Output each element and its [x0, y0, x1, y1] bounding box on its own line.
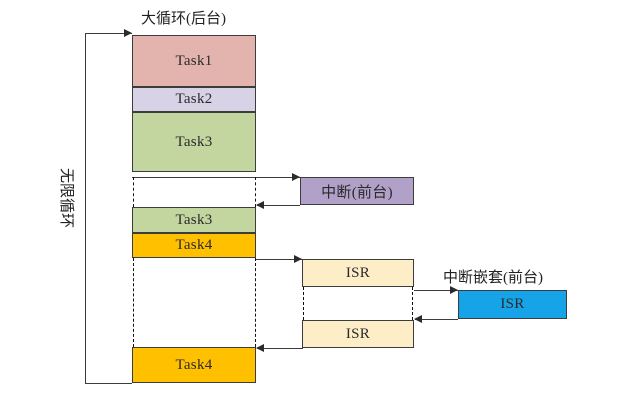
task-block-task2: Task2 [132, 87, 256, 112]
arrow-nested-return-head [414, 314, 422, 323]
gap2-dashed-left [133, 258, 134, 347]
arrow-interrupt-return-line [257, 204, 300, 206]
arrow-task3-to-interrupt-line [256, 176, 300, 178]
isr-block-lower: ISR [302, 320, 414, 348]
isr-block-label: ISR [345, 264, 371, 281]
task-block-label: Task3 [175, 133, 213, 150]
arrow-isr-return-head [256, 343, 264, 352]
loop-bracket-arrowhead [124, 28, 132, 37]
gap1-dashed-left [133, 177, 134, 207]
gap2-dashed-right [255, 258, 256, 347]
gap1-dashed-right [255, 177, 256, 207]
arrow-isr-return-line [257, 347, 303, 349]
task-block-label: Task4 [175, 237, 213, 253]
arrow-interrupt-return-head [256, 200, 264, 209]
nested-isr-block: ISR [458, 290, 567, 319]
arrow-isr-to-nested-head [450, 285, 458, 294]
interrupt-block-label: 中断(前台) [321, 184, 393, 201]
loop-bracket-bottom-line [85, 383, 132, 385]
task-block-task4-first: Task4 [132, 233, 256, 258]
arrow-task4-to-isr-head [294, 254, 302, 263]
isr-gap-dashed-right [412, 287, 413, 320]
isr-block-upper: ISR [302, 259, 414, 287]
task-block-task4-second: Task4 [132, 347, 256, 383]
diagram-title-main-loop: 大循环(后台) [141, 11, 226, 27]
nested-interrupt-title: 中断嵌套(前台) [443, 270, 543, 286]
arrow-nested-return-line [415, 318, 458, 320]
task-block-label: Task3 [175, 211, 213, 228]
task-block-label: Task1 [175, 52, 213, 69]
loop-bracket-vertical-line [85, 33, 87, 384]
isr-gap-dashed-left [303, 287, 304, 320]
nested-isr-label: ISR [500, 296, 525, 312]
task-block-task1: Task1 [132, 35, 256, 87]
arrow-isr-to-nested-line [414, 289, 458, 291]
task-block-label: Task2 [175, 91, 213, 107]
interrupt-block-foreground: 中断(前台) [300, 177, 414, 205]
loop-label-infinite: 无限循环 [58, 168, 74, 229]
arrow-task4-to-isr-line [256, 258, 302, 260]
isr-block-label: ISR [345, 325, 371, 342]
arrow-task3-to-interrupt-head [292, 172, 300, 181]
loop-bracket-top-line [85, 33, 132, 35]
task-block-label: Task4 [175, 356, 213, 373]
task-block-task3-second: Task3 [132, 207, 256, 233]
task-block-task3-first: Task3 [132, 112, 256, 172]
gap1-top-edge [132, 176, 256, 178]
